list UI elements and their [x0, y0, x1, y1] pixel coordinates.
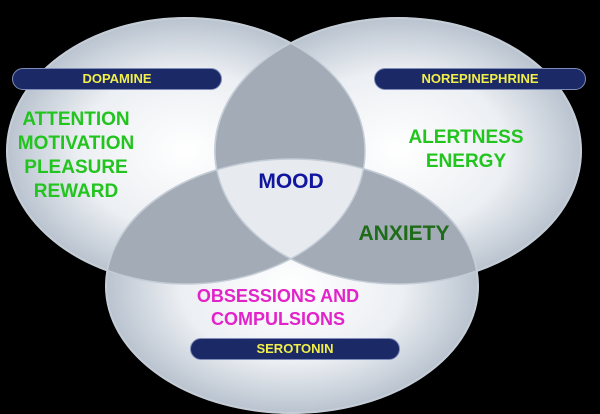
dopamine-tag-text: DOPAMINE: [82, 71, 152, 86]
norepinephrine-tag: NOREPINEPHRINE: [374, 68, 586, 90]
serotonin-tag-text: SEROTONIN: [256, 341, 334, 356]
overlap-dopamine-serotonin: [106, 159, 365, 284]
dopamine-line-2: MOTIVATION: [17, 133, 135, 154]
dopamine-label: ATTENTION MOTIVATION PLEASURE REWARD: [2, 108, 150, 204]
norepinephrine-line-1: ALERTNESS: [408, 127, 524, 148]
mood-label: MOOD: [258, 170, 324, 193]
anxiety-label: ANXIETY: [358, 222, 450, 245]
norepinephrine-label: ALERTNESS ENERGY: [396, 126, 536, 174]
outline-norepinephrine: [214, 17, 582, 285]
serotonin-label: OBSESSIONS AND COMPULSIONS: [178, 285, 378, 331]
dopamine-line-3: PLEASURE: [24, 157, 128, 178]
norepinephrine-tag-text: NOREPINEPHRINE: [421, 71, 539, 86]
serotonin-tag: SEROTONIN: [190, 338, 400, 360]
norepinephrine-line-2: ENERGY: [425, 151, 507, 172]
dopamine-line-1: ATTENTION: [22, 109, 130, 130]
serotonin-line-1: OBSESSIONS AND: [196, 286, 360, 306]
outline-serotonin: [105, 158, 479, 414]
serotonin-line-2: COMPULSIONS: [210, 309, 345, 329]
dopamine-tag: DOPAMINE: [12, 68, 222, 90]
overlap-norepinephrine-serotonin: [215, 159, 478, 284]
dopamine-line-4: REWARD: [33, 181, 119, 202]
outline-dopamine: [6, 17, 366, 285]
